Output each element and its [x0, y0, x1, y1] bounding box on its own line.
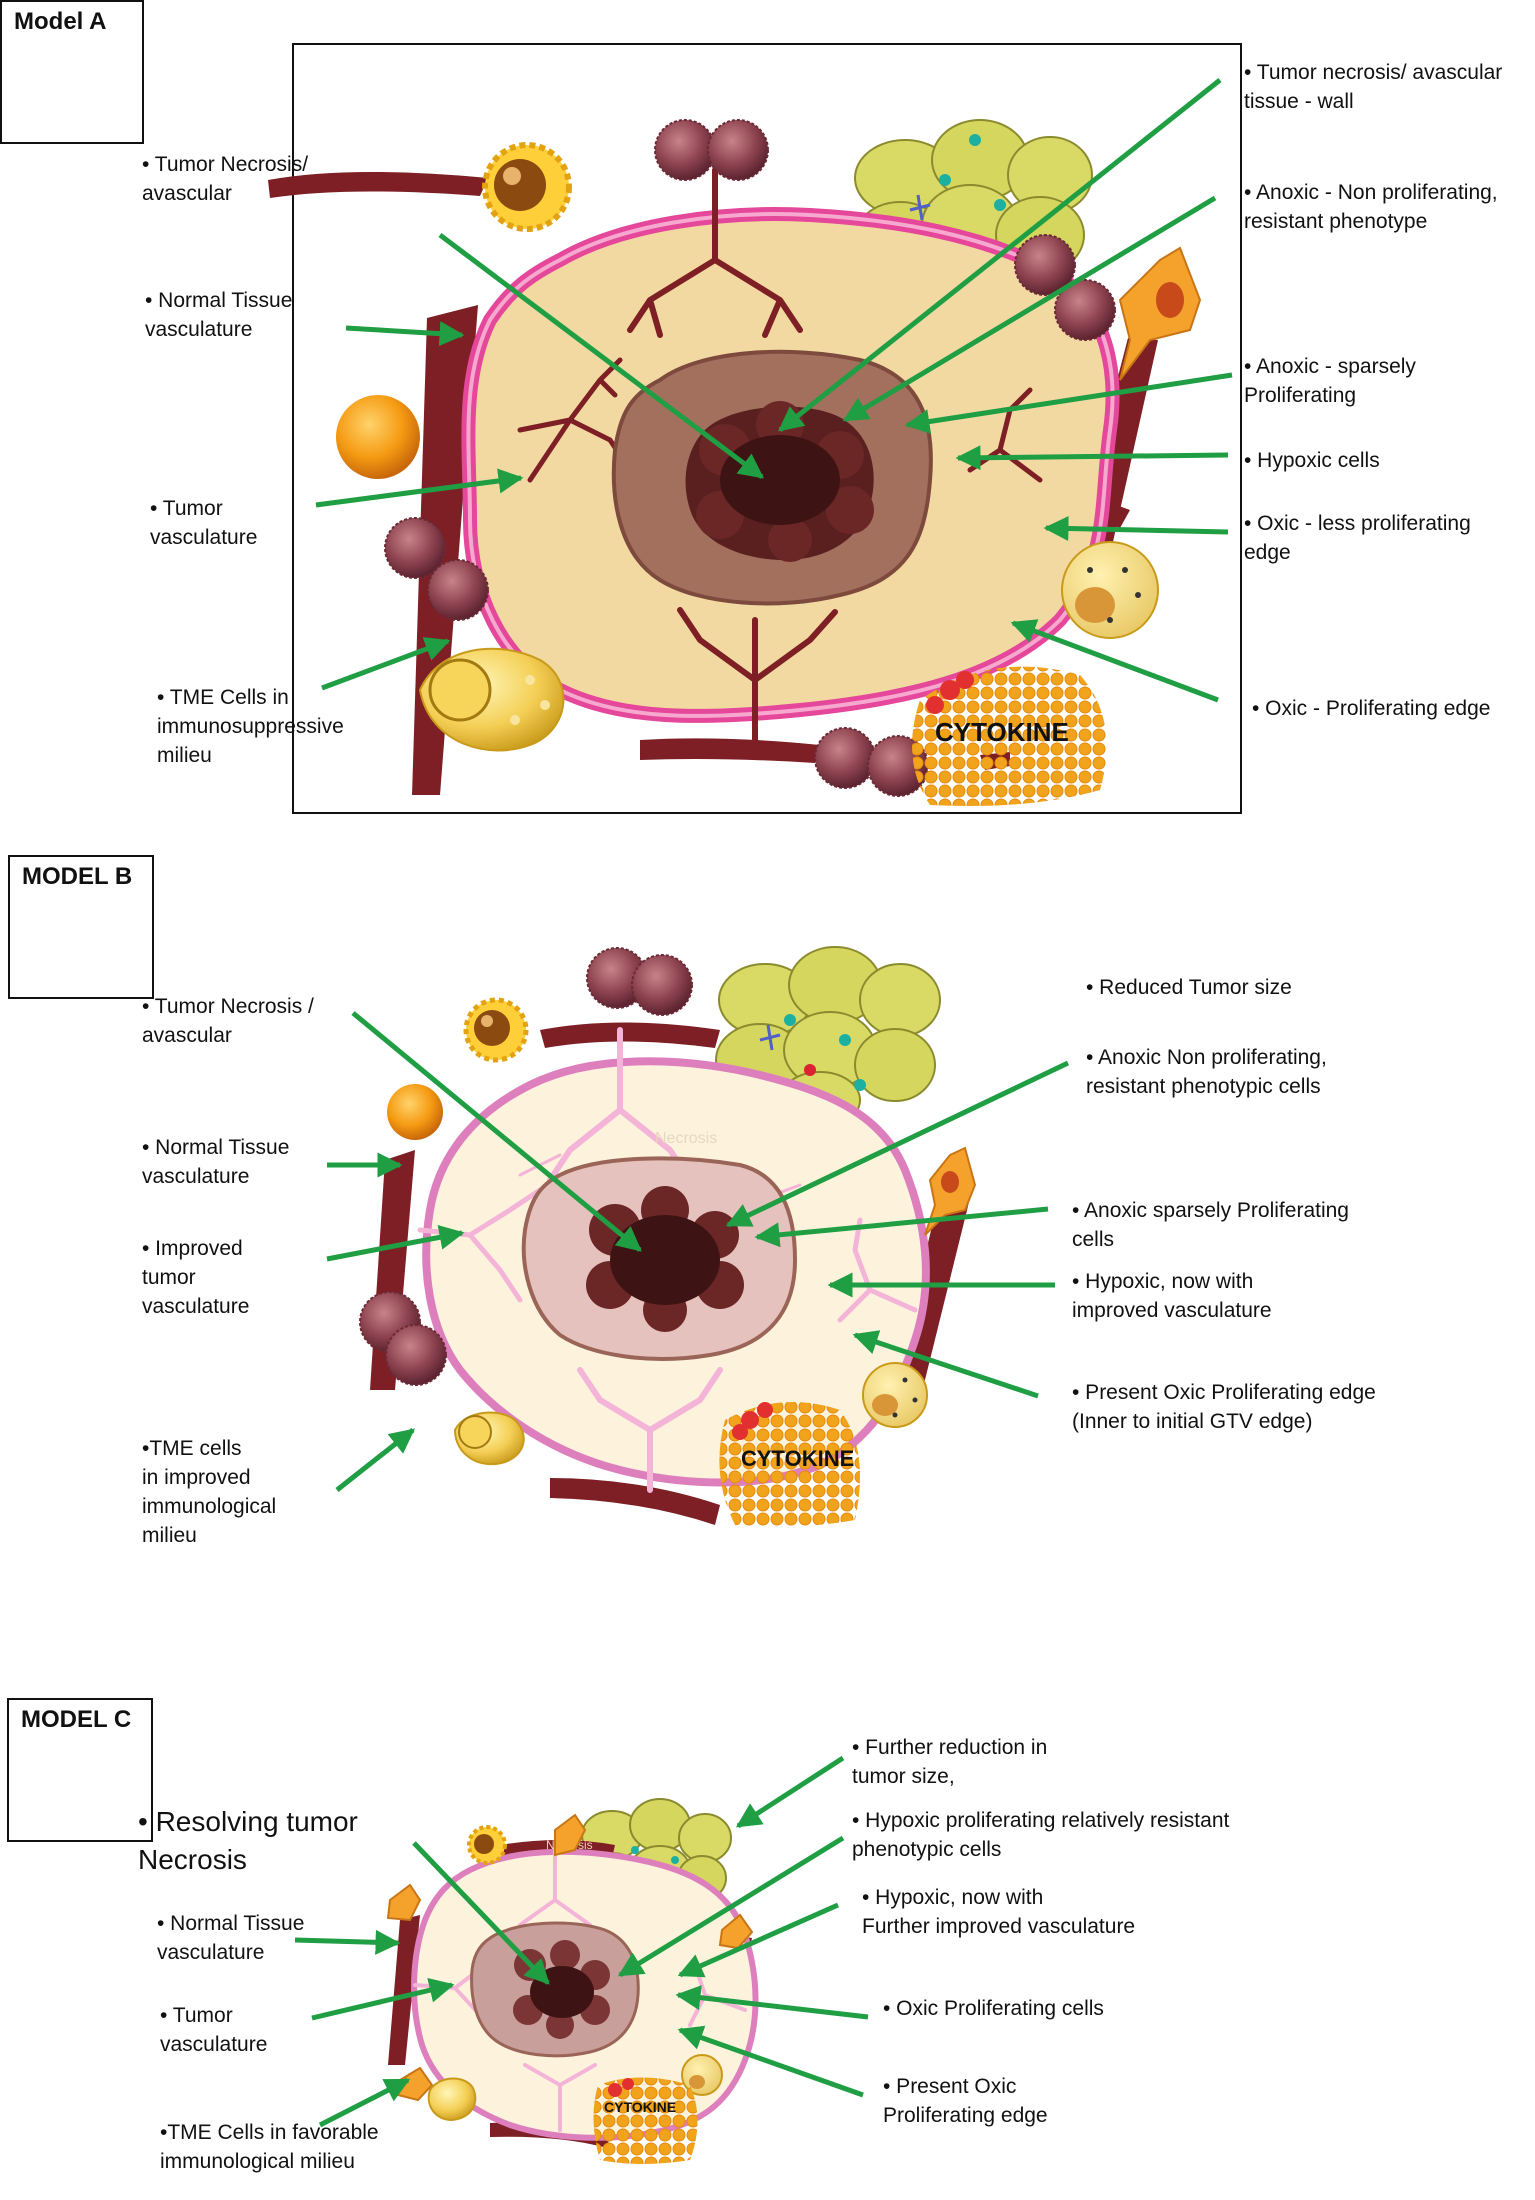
- arrow-oxic-less: [1043, 515, 1229, 541]
- dendritic-cell: [467, 1825, 507, 1865]
- orange-cell: [336, 395, 420, 479]
- arrow-anoxic-np: [725, 1060, 1070, 1228]
- arrow-oxic-edge: [677, 2025, 864, 2098]
- label-tumor-necrosis-a: • Tumor Necrosis/ avascular: [142, 153, 309, 205]
- arrow-oxic-edge: [852, 1330, 1039, 1399]
- arrow-tme: [335, 1428, 415, 1492]
- immune-cell: [385, 1324, 447, 1386]
- arrow-tumor-vessel: [311, 1977, 455, 2021]
- label-resolving-necrosis-c: • Resolving tumor Necrosis: [138, 1806, 358, 1875]
- model-b-tag: MODEL B: [8, 855, 154, 999]
- label-hypoxic-a: • Hypoxic cells: [1244, 449, 1380, 472]
- fibroblast-cell: [924, 1146, 977, 1236]
- model-b-title: MODEL B: [22, 863, 133, 890]
- label-necrosis-wall-a: • Tumor necrosis/ avascular tissue - wal…: [1244, 61, 1503, 113]
- model-a-diagram: CYTOKINE: [268, 119, 1202, 806]
- immune-cell: [654, 119, 716, 181]
- model-c-title: MODEL C: [21, 1706, 132, 1733]
- arrow-normal-vessel: [345, 321, 465, 347]
- mast-cell: [862, 1362, 928, 1428]
- mast-cell: [681, 2054, 723, 2096]
- label-hypoxic-vessel-c: • Hypoxic, now with Further improved vas…: [862, 1886, 1136, 1938]
- label-anoxic-sparse-b: • Anoxic sparsely Proliferating cells: [1072, 1199, 1349, 1251]
- arrow-anoxic-np: [842, 195, 1217, 423]
- model-c-arrows: [294, 1755, 869, 2128]
- tme-cell: [453, 1411, 525, 1466]
- model-c-diagram: Necrosis CYTOKINE: [386, 1798, 759, 2164]
- arrow-hypoxic-vessel: [677, 1902, 840, 1978]
- arrow-oxic-prolif: [675, 1985, 869, 2020]
- immune-cell: [427, 559, 489, 621]
- label-anoxic-sparse-a: • Anoxic - sparsely Proliferating: [1244, 355, 1416, 407]
- cytokine-cluster: CYTOKINE: [912, 666, 1107, 806]
- tumor-vasculature: [517, 167, 1043, 748]
- arrow-normal-vessel: [294, 1929, 401, 1955]
- arrow-tme: [318, 2077, 411, 2128]
- label-reduced-size-b: • Reduced Tumor size: [1086, 976, 1292, 999]
- label-improved-vasculature-b: • Improved tumor vasculature: [142, 1237, 250, 1318]
- label-tme-cells-a: • TME Cells in immunosuppressive milieu: [157, 686, 344, 767]
- model-b-diagram: Necrosis: [359, 946, 977, 1527]
- model-b-arrows: [326, 1011, 1070, 1492]
- label-tme-cells-c: •TME Cells in favorable immunological mi…: [160, 2121, 379, 2173]
- label-oxic-prolif-c: • Oxic Proliferating cells: [883, 1997, 1104, 2020]
- cytokine-label: CYTOKINE: [741, 1446, 854, 1471]
- cytokine-cluster: CYTOKINE: [593, 2077, 698, 2164]
- tme-cell: [418, 647, 565, 752]
- dendritic-cell: [463, 997, 529, 1063]
- arrow-hypoxic: [955, 445, 1229, 471]
- label-oxic-edge-b: • Present Oxic Proliferating edge (Inner…: [1072, 1381, 1376, 1433]
- immune-cell: [814, 727, 876, 789]
- arrow-anoxic-sparse: [904, 372, 1233, 434]
- cytokine-label: CYTOKINE: [935, 717, 1069, 747]
- arrow-anoxic-sparse: [754, 1206, 1049, 1248]
- cytokine-cluster: CYTOKINE: [719, 1402, 860, 1527]
- arrow-necrosis: [438, 233, 764, 479]
- arrow-tumor-vessel: [326, 1224, 465, 1262]
- label-oxic-less-a: • Oxic - less proliferating edge: [1244, 512, 1471, 564]
- fibroblast-cell: [1118, 246, 1202, 381]
- arrow-reduction: [735, 1755, 845, 1829]
- label-further-reduction-c: • Further reduction in tumor size,: [852, 1736, 1048, 1788]
- dendritic-cell: [482, 142, 572, 232]
- tme-cell: [427, 2077, 477, 2122]
- arrow-tme: [321, 637, 451, 691]
- label-hypoxic-prolif-c: • Hypoxic proliferating relatively resis…: [852, 1809, 1230, 1861]
- necrotic-core: [685, 401, 874, 562]
- orange-cell: [387, 1084, 443, 1140]
- label-anoxic-np-a: • Anoxic - Non proliferating, resistant …: [1244, 181, 1498, 233]
- tumor-vasculature: [417, 1027, 918, 1493]
- arrow-necrosis: [412, 1841, 550, 1985]
- immune-cell: [631, 954, 693, 1016]
- label-tme-cells-b: •TME cells in improved immunological mil…: [142, 1437, 277, 1547]
- arrow-necrosis: [351, 1011, 642, 1252]
- model-a-tag: Model A: [0, 0, 144, 144]
- label-normal-tissue-vasculature-c: • Normal Tissue vasculature: [157, 1912, 305, 1964]
- label-tumor-vasculature-c: • Tumor vasculature: [160, 2004, 268, 2056]
- model-c-tag: MODEL C: [7, 1698, 153, 1842]
- necrosis-faint-label: Necrosis: [655, 1130, 717, 1147]
- immune-cell: [707, 119, 769, 181]
- label-normal-tissue-vasculature-a: • Normal Tissue vasculature: [145, 289, 293, 341]
- label-oxic-edge-c: • Present Oxic Proliferating edge: [883, 2075, 1048, 2127]
- arrow-necrosis-wall: [778, 78, 1222, 432]
- label-normal-tissue-vasculature-b: • Normal Tissue vasculature: [142, 1136, 290, 1188]
- arrow-tumor-vessel: [315, 468, 524, 508]
- label-hypoxic-b: • Hypoxic, now with improved vasculature: [1072, 1270, 1272, 1322]
- arrow-oxic-prolif: [1010, 619, 1219, 703]
- mast-cell: [1061, 541, 1159, 639]
- arrow-hypoxic-prolif: [617, 1835, 845, 1978]
- cytokine-label: CYTOKINE: [604, 2099, 676, 2115]
- label-anoxic-np-b: • Anoxic Non proliferating, resistant ph…: [1086, 1046, 1327, 1098]
- label-oxic-prolif-a: • Oxic - Proliferating edge: [1252, 697, 1491, 720]
- model-a-arrows: [315, 78, 1233, 703]
- label-tumor-necrosis-b: • Tumor Necrosis / avascular: [142, 995, 314, 1047]
- label-tumor-vasculature-a: • Tumor vasculature: [150, 497, 258, 549]
- model-a-title: Model A: [14, 8, 107, 35]
